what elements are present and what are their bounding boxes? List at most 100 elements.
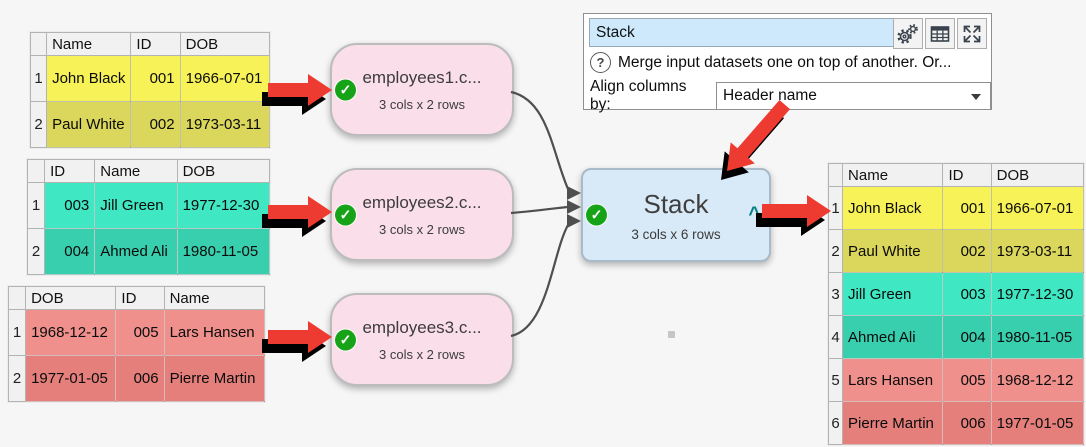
table-row: 6 Pierre Martin 006 1977-01-05 <box>827 401 1085 445</box>
output-table: Name ID DOB 1 John Black 001 1966-07-01 … <box>827 163 1085 445</box>
cell: Paul White <box>46 101 132 148</box>
cell: 002 <box>942 229 992 273</box>
cell: 1973-03-11 <box>990 229 1085 273</box>
node-stack[interactable]: ✓ Stack 3 cols x 6 rows ^ <box>581 168 771 262</box>
table-row: 1 John Black 001 1966-07-01 <box>827 186 1085 230</box>
canvas-grid-dot <box>668 331 675 338</box>
cell: 1968-12-12 <box>990 358 1085 402</box>
column-header: Name <box>94 159 178 183</box>
table-row: 4 Ahmed Ali 004 1980-11-05 <box>827 315 1085 359</box>
node-employees2[interactable]: ✓ employees2.c... 3 cols x 2 rows <box>330 168 514 261</box>
table-row: 1 1968-12-12 005 Lars Hansen <box>7 309 266 356</box>
row-number: 5 <box>827 358 844 402</box>
node-title: employees1.c... <box>362 67 482 87</box>
table-row: 5 Lars Hansen 005 1968-12-12 <box>827 358 1085 402</box>
success-check-icon: ✓ <box>335 329 356 350</box>
stack-properties-panel: ? Merge input datasets one on top of ano… <box>583 13 992 113</box>
cell: 004 <box>942 315 992 359</box>
help-row: ? Merge input datasets one on top of ano… <box>590 52 951 73</box>
panel-toolbar <box>893 18 987 49</box>
column-header: ID <box>44 159 96 183</box>
node-size-label: 3 cols x 6 rows <box>631 226 721 242</box>
cell: Jill Green <box>94 182 178 229</box>
corner-cell <box>7 286 27 310</box>
table-row: 2 004 Ahmed Ali 1980-11-05 <box>26 228 271 275</box>
cell: 1968-12-12 <box>25 309 117 356</box>
input-table-2: ID Name DOB 1 003 Jill Green 1977-12-30 … <box>26 159 271 275</box>
node-connectors <box>510 90 570 338</box>
expand-button[interactable] <box>957 18 987 49</box>
row-number: 3 <box>827 272 844 316</box>
row-number: 2 <box>827 229 844 273</box>
input-table-3: DOB ID Name 1 1968-12-12 005 Lars Hansen… <box>7 286 266 402</box>
column-header: Name <box>46 32 132 56</box>
row-number: 4 <box>827 315 844 359</box>
node-size-label: 3 cols x 2 rows <box>379 96 465 112</box>
transform-description: Merge input datasets one on top of anoth… <box>618 53 952 71</box>
node-size-label: 3 cols x 2 rows <box>379 221 465 237</box>
column-header: ID <box>942 163 992 187</box>
table-row: 1 John Black 001 1966-07-01 <box>29 55 271 102</box>
show-table-button[interactable] <box>925 18 955 49</box>
cell: 1977-12-30 <box>176 182 271 229</box>
column-header: ID <box>130 32 181 56</box>
row-number: 6 <box>827 401 844 445</box>
cell: John Black <box>842 186 944 230</box>
corner-cell <box>827 163 844 187</box>
column-header: ID <box>115 286 165 310</box>
row-number: 1 <box>26 182 46 229</box>
table-row: 1 003 Jill Green 1977-12-30 <box>26 182 271 229</box>
arrowhead-icon <box>567 214 581 228</box>
cell: 1977-01-05 <box>990 401 1085 445</box>
row-number: 2 <box>7 355 27 402</box>
cell: 005 <box>115 309 165 356</box>
cell: 002 <box>130 101 181 148</box>
align-columns-select[interactable]: Header name <box>716 82 991 110</box>
cell: 1980-11-05 <box>990 315 1085 359</box>
cell: 006 <box>942 401 992 445</box>
corner-cell <box>26 159 46 183</box>
align-columns-row: Align columns by: Header name <box>590 78 991 114</box>
align-columns-value: Header name <box>723 87 817 104</box>
cell: Ahmed Ali <box>94 228 178 275</box>
cell: 1977-01-05 <box>25 355 117 402</box>
column-header: Name <box>163 286 266 310</box>
node-employees1[interactable]: ✓ employees1.c... 3 cols x 2 rows <box>330 43 514 136</box>
cell: 1977-12-30 <box>990 272 1085 316</box>
table-header-row: ID Name DOB <box>26 159 271 183</box>
gears-icon <box>897 23 918 44</box>
cell: 1973-03-11 <box>179 101 271 148</box>
red-arrow-input2 <box>268 196 332 228</box>
table-row: 2 1977-01-05 006 Pierre Martin <box>7 355 266 402</box>
column-header: DOB <box>990 163 1085 187</box>
cell: Pierre Martin <box>842 401 944 445</box>
red-arrow-input1 <box>268 74 332 106</box>
output-caret-icon: ^ <box>748 203 760 226</box>
column-header: DOB <box>25 286 117 310</box>
corner-cell <box>29 32 48 56</box>
success-check-icon: ✓ <box>335 204 356 225</box>
cell: 1966-07-01 <box>990 186 1085 230</box>
settings-gears-button[interactable] <box>893 18 923 49</box>
help-icon[interactable]: ? <box>590 52 611 73</box>
cell: 001 <box>942 186 992 230</box>
red-arrow-input3 <box>268 321 332 353</box>
table-header-row: Name ID DOB <box>827 163 1085 187</box>
column-header: DOB <box>179 32 271 56</box>
connector-1 <box>510 90 570 190</box>
input-table-1: Name ID DOB 1 John Black 001 1966-07-01 … <box>29 32 271 148</box>
cell: Paul White <box>842 229 944 273</box>
cell: Lars Hansen <box>163 309 266 356</box>
dropdown-caret-icon <box>971 94 981 100</box>
align-columns-label: Align columns by: <box>590 78 687 113</box>
cell: Jill Green <box>842 272 944 316</box>
node-employees3[interactable]: ✓ employees3.c... 3 cols x 2 rows <box>330 293 514 386</box>
red-arrow-output <box>762 195 831 227</box>
node-size-label: 3 cols x 2 rows <box>379 346 465 362</box>
node-name-input[interactable] <box>589 18 898 47</box>
arrowhead-icon <box>567 200 581 214</box>
cell: Lars Hansen <box>842 358 944 402</box>
connector-2 <box>510 205 568 215</box>
connector-arrowheads <box>567 186 581 228</box>
